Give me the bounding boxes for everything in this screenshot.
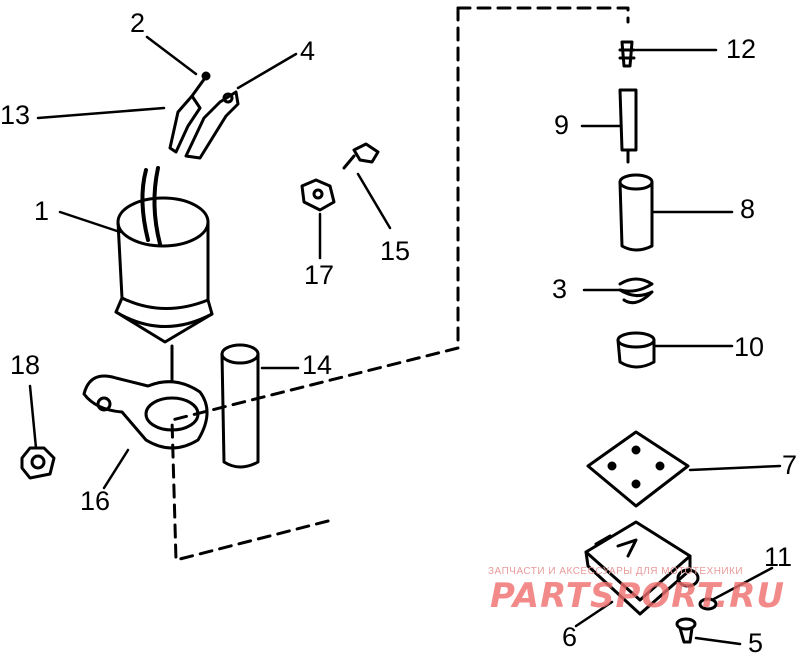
callout-1: 1 — [34, 196, 50, 226]
watermark-tagline: ЗАПЧАСТИ И АКСЕССУАРЫ ДЛЯ МОТОТЕХНИКИ — [488, 566, 744, 577]
part-1-electric-pump — [114, 166, 214, 344]
part-9-plunger — [618, 88, 638, 164]
callout-15: 15 — [380, 236, 411, 266]
callout-10: 10 — [734, 332, 765, 362]
part-7-gasket — [586, 430, 690, 508]
callout-12: 12 — [726, 34, 757, 64]
watermark-site: PARTSPORT.RU — [490, 576, 786, 616]
callout-14: 14 — [302, 350, 333, 380]
part-12-screw — [618, 40, 636, 68]
dashed-assembly-outline — [456, 6, 630, 24]
callout-11: 11 — [764, 542, 793, 572]
leader-lines — [28, 35, 782, 646]
callout-4: 4 — [300, 36, 316, 66]
part-11-o-ring — [698, 597, 718, 611]
callout-8: 8 — [740, 194, 756, 224]
part-15-screw — [342, 142, 380, 170]
part-16-mounting-clamp — [82, 374, 209, 450]
part-4-wire-terminal — [184, 90, 240, 160]
callout-5: 5 — [748, 628, 764, 658]
part-10-seal — [616, 331, 656, 369]
part-17-lock-plate — [300, 178, 336, 212]
part-14-tube — [220, 343, 260, 469]
callout-9: 9 — [554, 110, 570, 140]
callout-17: 17 — [304, 260, 335, 290]
part-5-screw — [675, 617, 697, 644]
callout-13: 13 — [0, 100, 31, 130]
callout-18: 18 — [10, 350, 41, 380]
callout-2: 2 — [130, 8, 146, 38]
callout-3: 3 — [552, 274, 568, 304]
part-13-wire-lead — [168, 71, 211, 154]
part-6-pump-body — [584, 520, 700, 616]
part-18-nut — [20, 446, 56, 480]
part-8-sleeve — [618, 173, 654, 252]
callout-6: 6 — [562, 622, 578, 652]
callout-7: 7 — [782, 450, 798, 480]
callout-16: 16 — [80, 486, 111, 516]
part-3-spring — [618, 277, 654, 305]
